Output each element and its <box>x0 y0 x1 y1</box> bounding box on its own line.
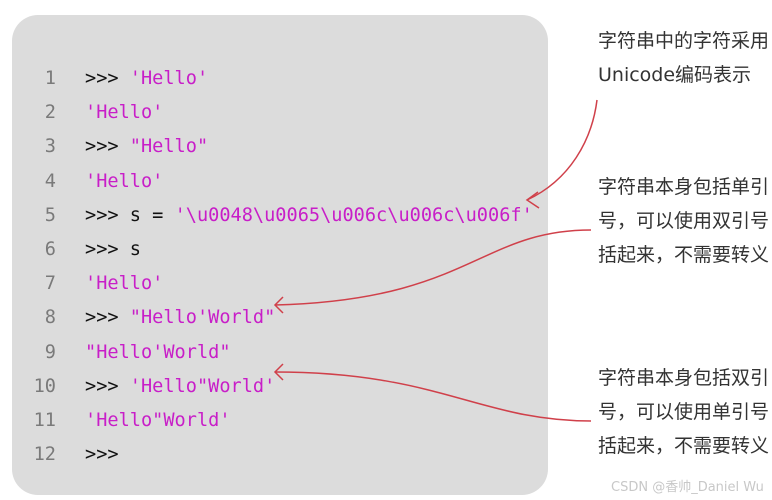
code-panel: 1 >>> 'Hello' 2 'Hello' 3 >>> "Hello" 4 'Hello'… <box>12 15 548 495</box>
code-text: 'Hello' <box>85 96 163 130</box>
string-literal: "Hello'World" <box>129 307 276 329</box>
code-text: >>> "Hello" <box>85 130 208 164</box>
line-number: 12 <box>33 444 56 466</box>
line-number: 7 <box>44 273 56 295</box>
code-text: >>> s <box>85 233 141 267</box>
arrow-unicode <box>526 99 598 201</box>
arrowhead-unicode <box>525 191 540 209</box>
arrow-single-quote <box>274 229 592 306</box>
code-text: >>> s = '\u0048\u0065\u006c\u006c\u006f' <box>85 199 533 233</box>
prompt: >>> <box>85 68 130 89</box>
annotation-line: 字符串本身包括双引 <box>598 367 770 389</box>
annotation-line: 字符串中的字符采用 <box>598 30 770 52</box>
annotation-line: 字符串本身包括单引 <box>598 176 770 198</box>
code-text: 'Hello"World' <box>85 404 231 438</box>
string-literal: "Hello" <box>129 136 209 158</box>
string-literal: 'Hello"World' <box>85 410 231 431</box>
line-number: 2 <box>44 102 56 124</box>
string-literal: 'Hello' <box>85 273 164 295</box>
string-literal: 'Hello' <box>85 102 164 124</box>
line-number: 1 <box>44 68 56 89</box>
code-text: >>> 'Hello' <box>85 62 208 96</box>
annotation-line: 括起来，不需要转义 <box>598 435 770 457</box>
annotation-single-quote: 字符串本身包括单引 号，可以使用双引号 括起来，不需要转义 <box>598 170 769 272</box>
code-text: >>> 'Hello"World' <box>85 370 275 404</box>
code-text: 'Hello' <box>85 165 163 199</box>
prompt: >>> <box>85 136 130 158</box>
code-text: >>> <box>85 438 119 472</box>
code-text: "Hello'World" <box>85 336 231 370</box>
string-literal: 'Hello' <box>129 68 209 89</box>
string-literal: '\u0048\u0065\u006c\u006c\u006f' <box>174 204 533 226</box>
prompt: >>> s = <box>85 204 175 226</box>
line-number: 11 <box>33 410 56 431</box>
annotation-unicode: 字符串中的字符采用 Unicode编码表示 <box>598 24 769 92</box>
line-number: 4 <box>44 170 56 192</box>
code-text: >>> "Hello'World" <box>85 301 275 335</box>
arrow-double-quote <box>274 371 592 422</box>
annotation-line: 号，可以使用双引号 <box>598 210 770 232</box>
code-text: 'Hello' <box>85 267 163 301</box>
annotation-line: Unicode编码表示 <box>598 64 752 86</box>
line-number: 3 <box>44 136 56 158</box>
string-literal: 'Hello' <box>85 170 164 192</box>
annotation-double-quote: 字符串本身包括双引 号，可以使用单引号 括起来，不需要转义 <box>598 361 769 463</box>
line-number: 9 <box>44 341 56 363</box>
line-number: 8 <box>44 307 56 329</box>
prompt: >>> <box>85 307 130 329</box>
prompt: >>> <box>85 375 130 397</box>
annotation-line: 括起来，不需要转义 <box>598 244 770 266</box>
watermark: CSDN @香帅_Daniel Wu <box>611 480 764 495</box>
string-literal: "Hello'World" <box>85 341 231 363</box>
line-number: 5 <box>44 204 56 226</box>
string-literal: 'Hello"World' <box>129 375 276 397</box>
line-number: 10 <box>33 375 56 397</box>
prompt: >>> <box>85 444 119 466</box>
annotation-line: 号，可以使用单引号 <box>598 401 770 423</box>
prompt: >>> s <box>85 239 141 260</box>
arrowhead-double-quote <box>273 363 284 381</box>
arrowhead-single-quote <box>273 296 284 314</box>
line-number: 6 <box>44 239 56 260</box>
